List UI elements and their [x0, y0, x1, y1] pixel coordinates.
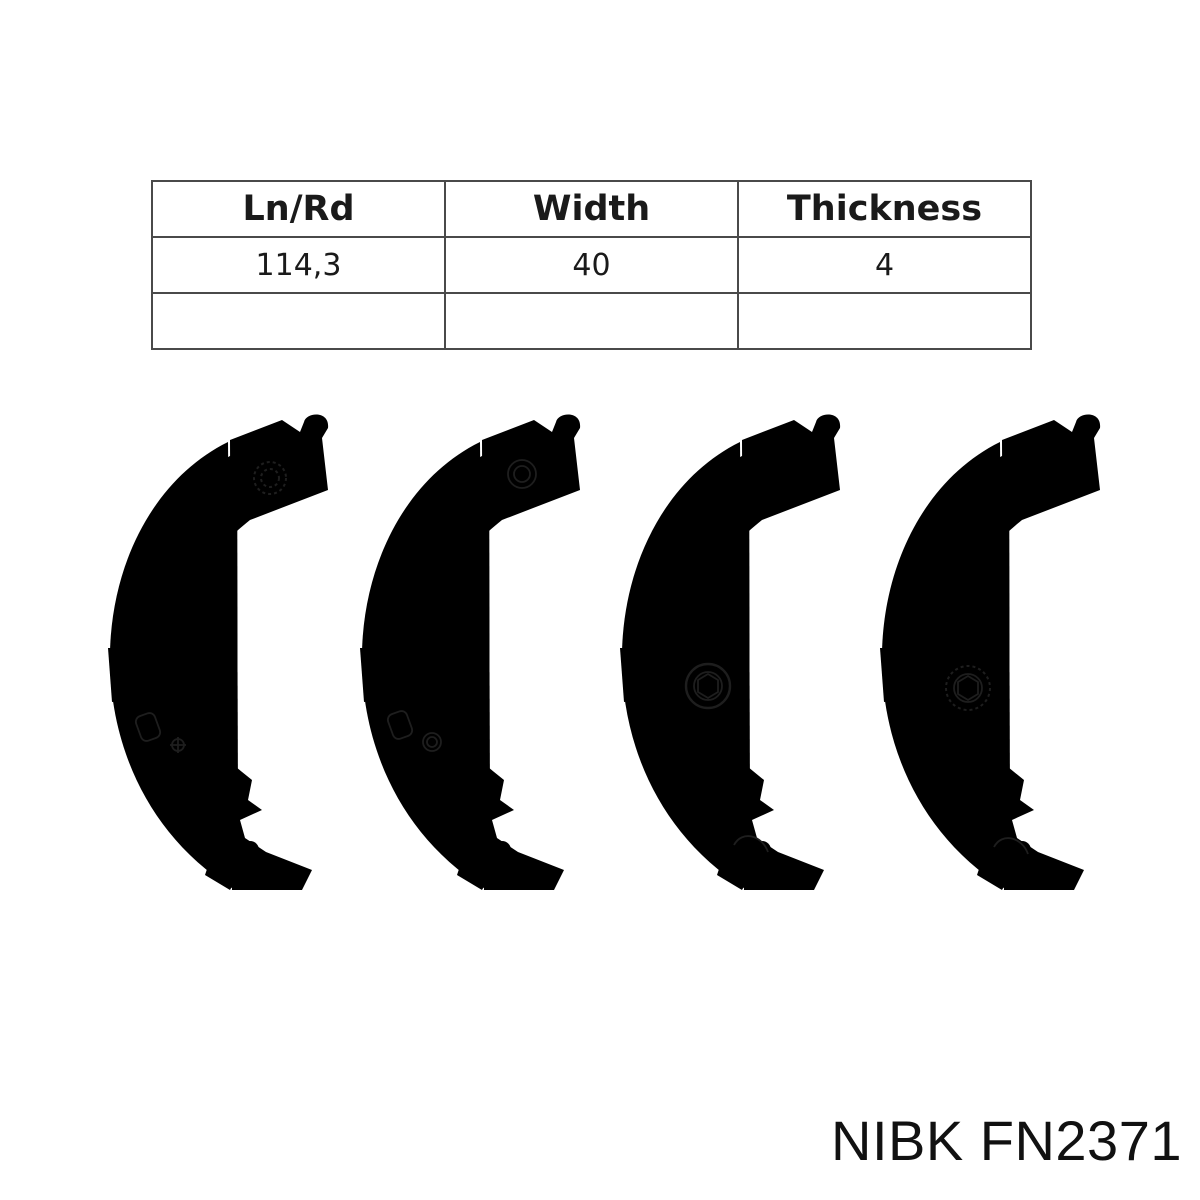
- cell-empty: [444, 292, 739, 350]
- header-width: Width: [444, 180, 739, 238]
- brake-shoe-3: [620, 414, 841, 890]
- cell-empty: [737, 292, 1032, 350]
- cell-thickness-value: 4: [737, 236, 1032, 294]
- header-ln-rd: Ln/Rd: [151, 180, 446, 238]
- spec-table: Ln/Rd Width Thickness 114,3 40 4: [151, 180, 1032, 350]
- header-thickness: Thickness: [737, 180, 1032, 238]
- brake-shoe-4: [880, 414, 1101, 890]
- cell-empty: [151, 292, 446, 350]
- brake-shoe-1: [108, 414, 329, 890]
- table-row: 114,3 40 4: [151, 236, 1032, 294]
- cell-ln-rd-value: 114,3: [151, 236, 446, 294]
- part-number: FN2371: [979, 1109, 1182, 1172]
- spec-table-header-row: Ln/Rd Width Thickness: [151, 180, 1032, 238]
- cell-width-value: 40: [444, 236, 739, 294]
- brake-shoe-2: [360, 414, 581, 890]
- brand-name: NIBK: [831, 1109, 964, 1172]
- part-caption: NIBK FN2371: [831, 1108, 1182, 1173]
- table-row: [151, 292, 1032, 350]
